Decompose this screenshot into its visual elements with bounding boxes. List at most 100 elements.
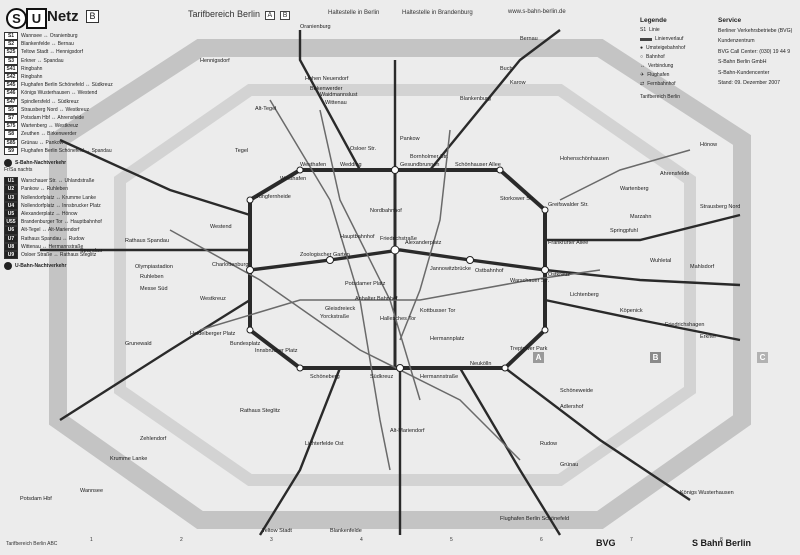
line-route: Wannsee ↔ Oranienburg — [21, 33, 78, 39]
stadtbahn-line — [249, 248, 546, 272]
night-row: S-Bahn-Nachtverkehr — [4, 159, 114, 168]
station-label: Birkenwerder — [310, 86, 343, 92]
line-route: Teltow Stadt ↔ Hennigsdorf — [21, 49, 83, 56]
zone-c-marker: C — [757, 352, 768, 363]
station-label: Karow — [510, 80, 526, 86]
line-route: Alt-Tegel ↔ Alt-Mariendorf — [21, 227, 80, 234]
sbahn-lines — [40, 29, 741, 536]
line-badge: S41 — [4, 64, 18, 74]
ubahn-logo: U — [26, 8, 47, 29]
line-route: Erkner ↔ Spandau — [21, 57, 64, 64]
station-label: Wartenberg — [620, 186, 649, 192]
station-label: Spandau — [80, 248, 102, 254]
line-east-2 — [544, 268, 741, 287]
station-marker — [391, 166, 399, 174]
line-badge: S75 — [4, 122, 18, 131]
station-label: Charlottenburg — [212, 262, 248, 268]
line-badge: S45 — [4, 81, 18, 90]
footer-note: Tarifbereich Berlin ABC — [6, 541, 58, 547]
line-route: Wartenberg ↔ Westkreuz — [21, 123, 79, 130]
station-label: Alexanderplatz — [405, 240, 442, 246]
line-badge: S46 — [4, 89, 18, 98]
night-text: Fr/Sa nachts — [4, 167, 33, 174]
u-night-title: U-Bahn-Nachtverkehr — [15, 263, 67, 270]
station-label: Rudow — [540, 441, 557, 447]
line-badge: S5 — [4, 105, 18, 115]
u2-line — [399, 129, 451, 341]
station-label: Zoologischer Garten — [300, 252, 350, 258]
sbahn-berlin-logo: S Bahn Berlin — [692, 538, 752, 548]
line-route: Ringbahn — [21, 74, 43, 81]
legend-text: Bahnhof — [646, 54, 665, 60]
line-badge: S25 — [4, 48, 18, 57]
station-label: Gleisdreieck — [325, 306, 356, 312]
legend-text: Umsteigebahnhof — [646, 45, 686, 51]
line-route: Rathaus Spandau ↔ Rudow — [21, 235, 85, 242]
station-label: Hermannplatz — [430, 336, 464, 342]
station-marker — [296, 166, 304, 174]
line-route: Zeuthen ↔ Birkenwerder — [21, 131, 77, 138]
station-label: Alt-Tegel — [255, 106, 276, 112]
line-route: Potsdam Hbf ↔ Ahrensfelde — [21, 115, 85, 122]
zone-b-boundary — [114, 84, 696, 486]
station-label: Königs Wusterhausen — [680, 490, 734, 496]
line-badge: U4 — [4, 201, 18, 211]
map-header: S U Netz B Tarifbereich Berlin A B Halte… — [0, 0, 800, 30]
station-markers — [246, 166, 549, 372]
grid-tick: 7 — [630, 537, 633, 543]
tariff-text: Tarifbereich Berlin — [188, 9, 261, 19]
station-label: Hohen Neuendorf — [305, 76, 349, 82]
station-marker — [246, 266, 254, 274]
tariff-box-a: A — [264, 11, 276, 20]
zone-c-boundary — [49, 39, 751, 529]
station-label: Flughafen Berlin Schönefeld — [500, 516, 569, 522]
station-label: Westhafen — [300, 162, 326, 168]
station-label: Ostbahnhof — [475, 268, 504, 274]
station-label: Storkower Str. — [500, 196, 535, 202]
legend-item: ✈Flughafen — [640, 72, 712, 78]
line-west-3 — [59, 138, 251, 217]
service-sbahn: S-Bahn Berlin GmbH — [718, 59, 767, 65]
station-marker — [296, 364, 304, 372]
station-marker — [246, 196, 254, 204]
station-label: Köpenick — [620, 308, 643, 314]
station-label: Wittenau — [325, 100, 347, 106]
station-label: Greifswalder Str. — [548, 202, 589, 208]
station-label: Schönhauser Allee — [455, 162, 501, 168]
station-label: Bundesplatz — [230, 341, 261, 347]
line-north-west — [298, 30, 362, 171]
airplane-icon: ✈ — [640, 72, 645, 78]
night-title: S-Bahn-Nachtverkehr — [15, 159, 67, 166]
station-label: Ruhleben — [140, 274, 164, 280]
station-label: Springpfuhl — [610, 228, 638, 234]
line-route: Brandenburger Tor ↔ Hauptbahnhof — [21, 219, 102, 226]
tariff-label: Tarifbereich Berlin A B — [188, 9, 291, 20]
line-route: Wittenau ↔ Hermannstraße — [21, 243, 84, 250]
station-label: Westkreuz — [200, 296, 226, 302]
note-brandenburg: Haltestelle in Brandenburg — [402, 10, 473, 16]
service-panel: Service Berliner Verkehrsbetriebe (BVG) … — [718, 17, 796, 91]
legend-text: Fernbahnhof — [647, 81, 676, 87]
moon-icon — [4, 262, 12, 271]
line-badge: S9 — [4, 146, 18, 156]
line-route: Grünau ↔ Pankow — [21, 139, 64, 146]
station-label: Friedrichstraße — [380, 236, 417, 242]
line-west-1 — [59, 298, 251, 422]
legend-item: ○Bahnhof — [640, 54, 712, 60]
station-label: Rathaus Steglitz — [240, 408, 280, 414]
station-label: Wedding — [340, 162, 362, 168]
legend-item: ⇄Fernbahnhof — [640, 81, 712, 87]
legend-text: Verbindung — [648, 63, 674, 69]
station-label: Potsdam Hbf — [20, 496, 52, 502]
line-route: Spindlersfeld ↔ Südkreuz — [21, 98, 79, 105]
line-route: Ringbahn — [21, 65, 43, 72]
station-label: Hohenschönhausen — [560, 156, 609, 162]
